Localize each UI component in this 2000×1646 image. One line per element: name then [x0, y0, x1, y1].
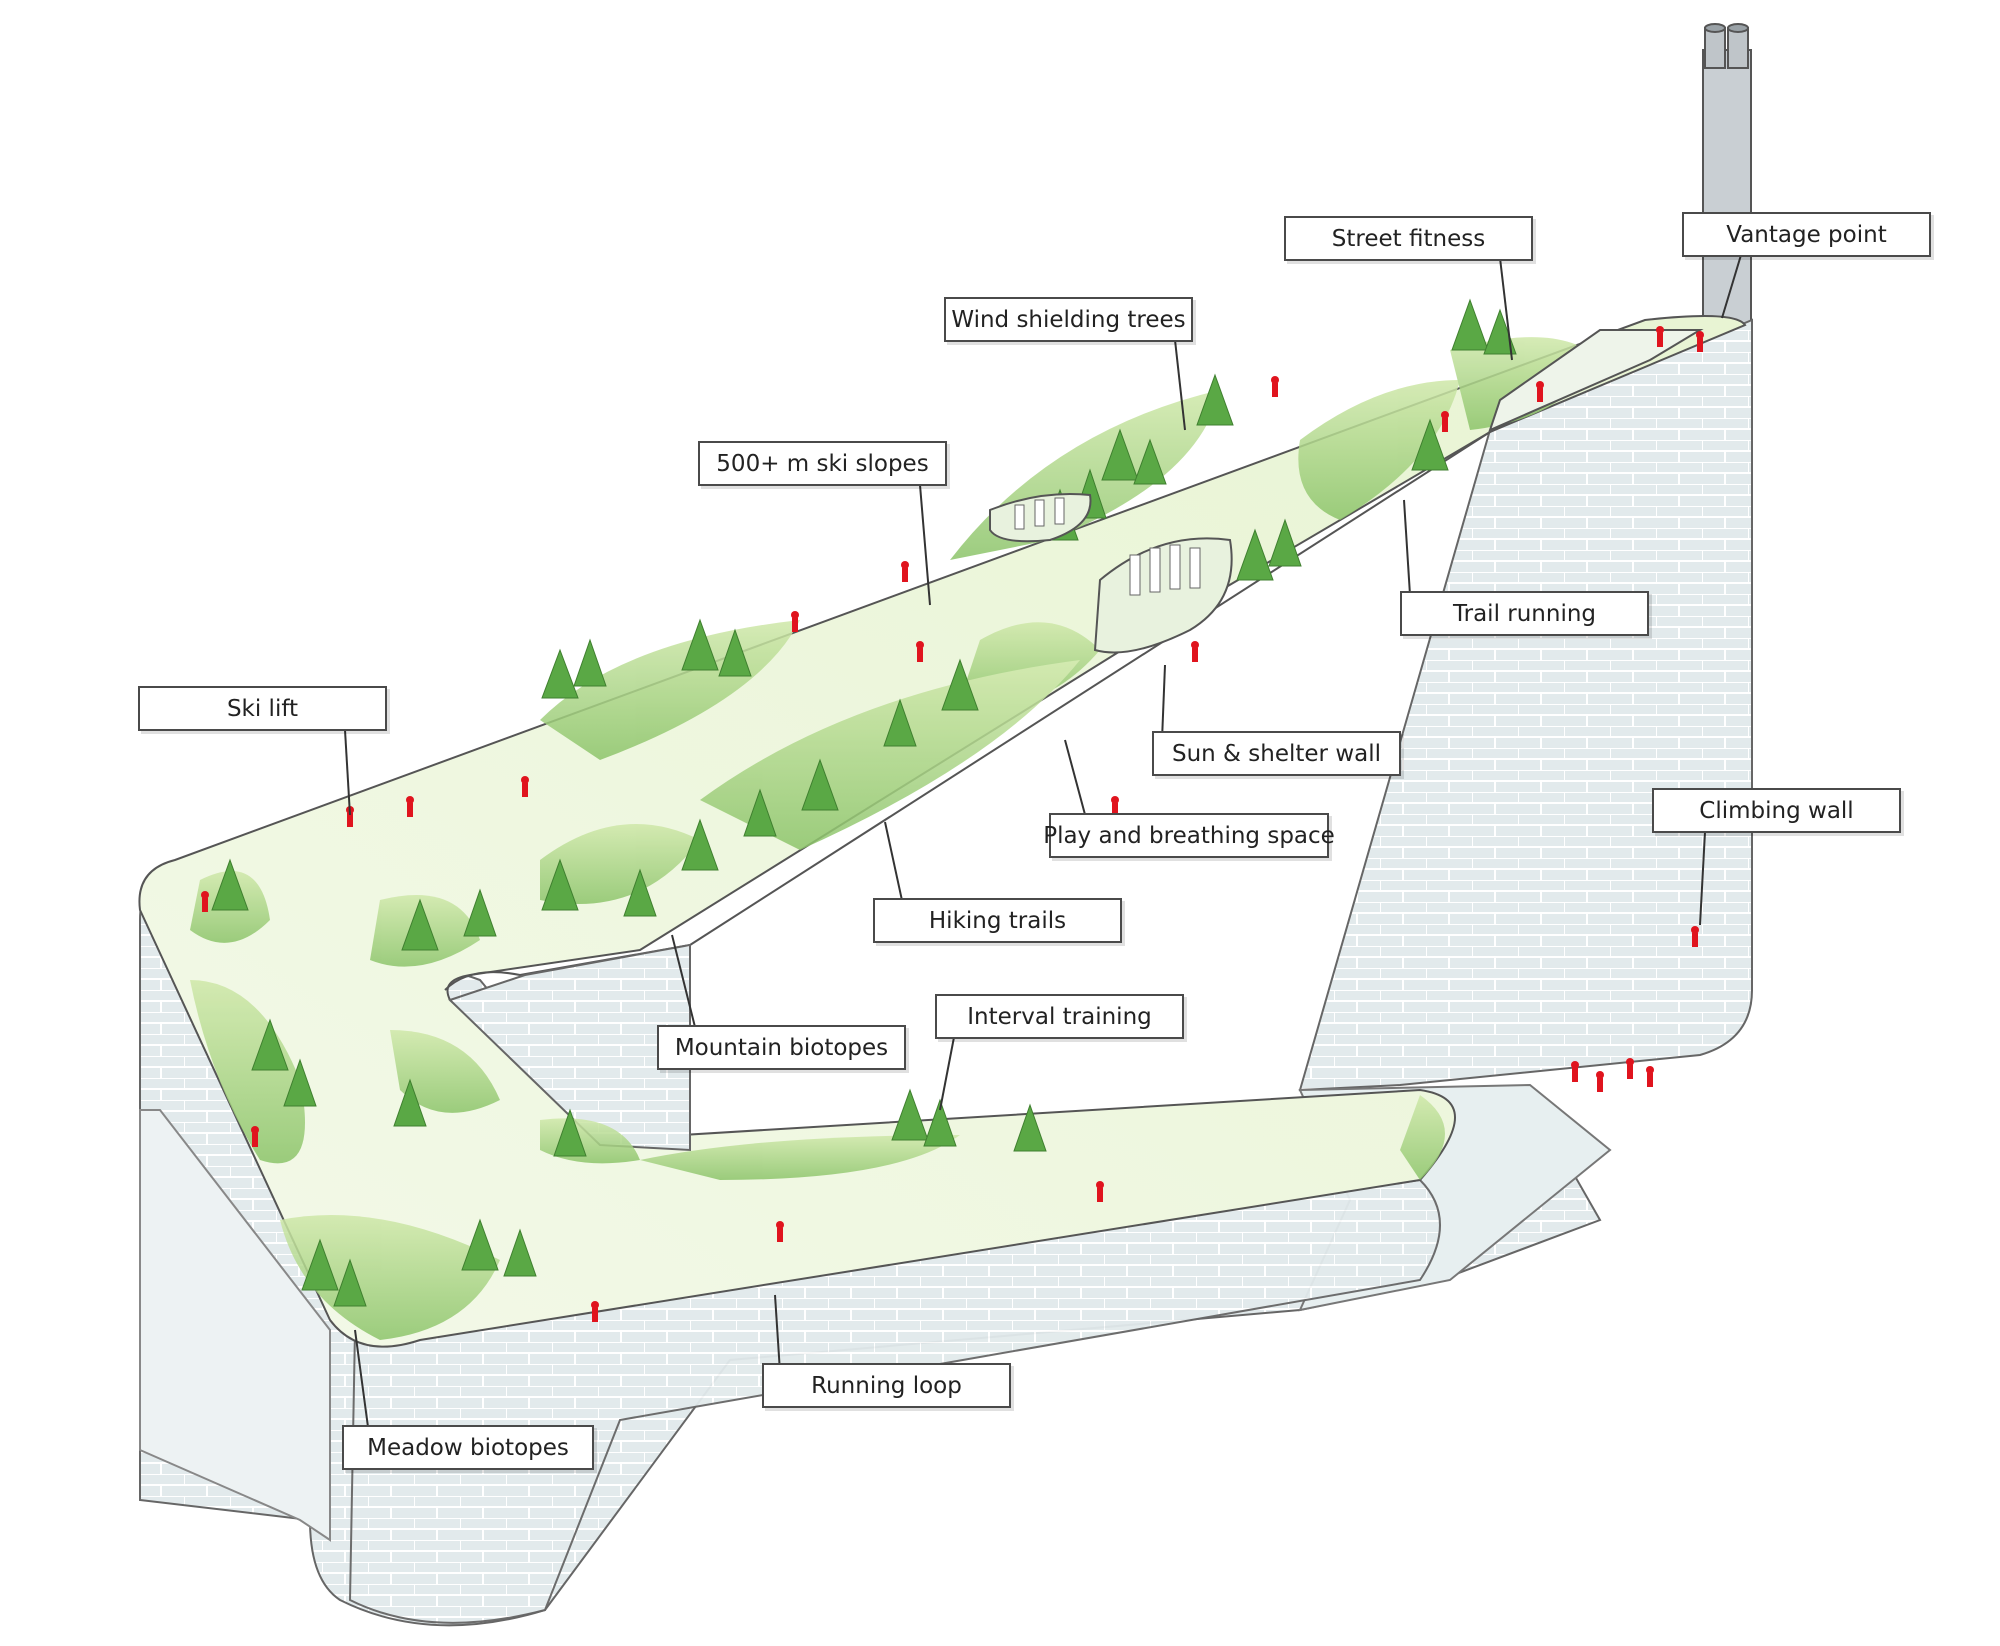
leader-lines [344, 254, 1742, 1428]
callout-climbing-wall: Climbing wall [1652, 788, 1901, 833]
callout-running-loop: Running loop [762, 1363, 1011, 1408]
people [201, 326, 1704, 1322]
callout-play-breathing-space: Play and breathing space [1043, 813, 1335, 858]
lower-facade [348, 1178, 1441, 1624]
right-facade [1298, 318, 1753, 1092]
callout-interval-training: Interval training [935, 994, 1184, 1039]
callout-wind-shielding-trees: Wind shielding trees [944, 297, 1193, 342]
trees [211, 298, 1517, 1307]
callout-trail-running: Trail running [1400, 591, 1649, 636]
callout-ski-lift: Ski lift [138, 686, 387, 731]
callout-vantage-point: Vantage point [1682, 212, 1931, 257]
callout-ski-slopes: 500+ m ski slopes [698, 441, 947, 486]
vantage-platform [1488, 329, 1704, 432]
callout-sun-shelter-wall: Sun & shelter wall [1152, 731, 1401, 776]
shelter-wall-structures [989, 493, 1233, 654]
callout-mountain-biotopes: Mountain biotopes [657, 1025, 906, 1070]
chimney [1702, 23, 1752, 331]
entrance-recess [139, 1109, 331, 1542]
callout-meadow-biotopes: Meadow biotopes [342, 1425, 594, 1470]
callout-hiking-trails: Hiking trails [873, 898, 1122, 943]
callout-street-fitness: Street fitness [1284, 216, 1533, 261]
